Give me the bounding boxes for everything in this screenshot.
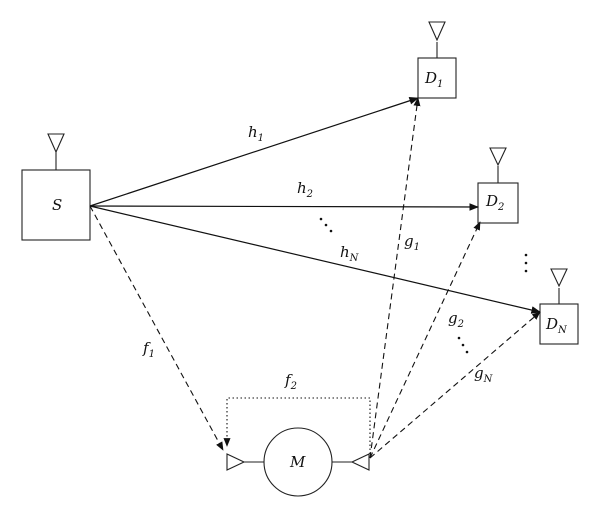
d2-antenna-icon [489,147,507,183]
source-node: S [21,133,91,241]
label-f1: f1 [142,339,155,360]
destination-node-n: DN [539,268,579,345]
link-g1 [369,97,421,459]
monitor-label: M [289,453,306,471]
monitor-node: M [226,427,370,497]
source-label: S [52,196,62,214]
link-gn [369,311,541,459]
source-antenna-icon [47,133,65,170]
label-gn: gN [474,364,494,385]
monitor-rx-antenna-icon [226,453,264,471]
label-h1: h1 [248,123,264,144]
d1-antenna-icon [428,21,446,58]
label-g1: g1 [404,232,420,253]
d1-label: D1 [424,69,443,90]
monitor-tx-antenna-icon [332,453,370,471]
destination-node-2: D2 [477,147,519,224]
label-f2: f2 [284,371,297,392]
link-f1 [89,205,224,451]
link-hn [89,205,541,314]
label-h2: h2 [297,179,313,200]
destination-node-1: D1 [417,21,457,99]
link-h1 [89,97,419,207]
link-h2 [89,203,479,211]
ellipsis-h [319,217,333,233]
label-g2: g2 [448,309,464,330]
dn-antenna-icon [550,268,568,304]
ellipsis-d [524,253,528,273]
d2-label: D2 [485,192,504,213]
link-g2 [369,221,481,459]
link-f2 [223,397,371,454]
label-hn: hN [340,243,360,264]
dn-label: DN [545,315,568,336]
ellipsis-g [457,336,469,354]
